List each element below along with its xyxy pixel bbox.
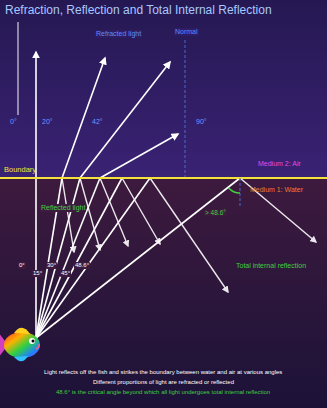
medium-label: Medium 1: Water [250,186,303,194]
water-region [0,178,327,408]
medium-label: Medium 2: Air [258,160,301,168]
angle-label: 48.6° [74,262,90,269]
refracted-rays [36,52,178,178]
air-region [0,0,327,178]
boundary-line [0,177,327,179]
incident-rays [36,178,240,338]
normal-line [185,40,186,178]
ray-label: Total internal reflection [236,262,306,270]
reflected-rays [62,178,316,292]
angle-label: 15° [32,270,43,277]
fish [0,328,40,362]
angle-label: 0° [18,262,26,269]
guide-line [17,22,18,115]
angle-label: > 48.6° [204,209,227,216]
caption-line: Light reflects off the fish and strikes … [44,369,282,376]
angle-arc [229,188,241,193]
angle-label: 90° [196,118,207,126]
angle-label: 0° [10,118,17,126]
normal-label: Normal [174,28,199,36]
diagram-title: Refraction, Reflection and Total Interna… [5,4,272,18]
angle-label: 45° [60,270,71,277]
angle-label: 30° [46,262,57,269]
boundary-label: Boundary [4,166,36,175]
angle-label: 20° [42,118,53,126]
ray-label: Refracted light [95,30,142,38]
caption-line: 48.6° is the critical angle beyond which… [56,389,270,396]
angle-label: 42° [92,118,103,126]
ray-label: Reflected light [40,204,86,212]
caption-line: Different proportions of light are refra… [93,379,234,386]
